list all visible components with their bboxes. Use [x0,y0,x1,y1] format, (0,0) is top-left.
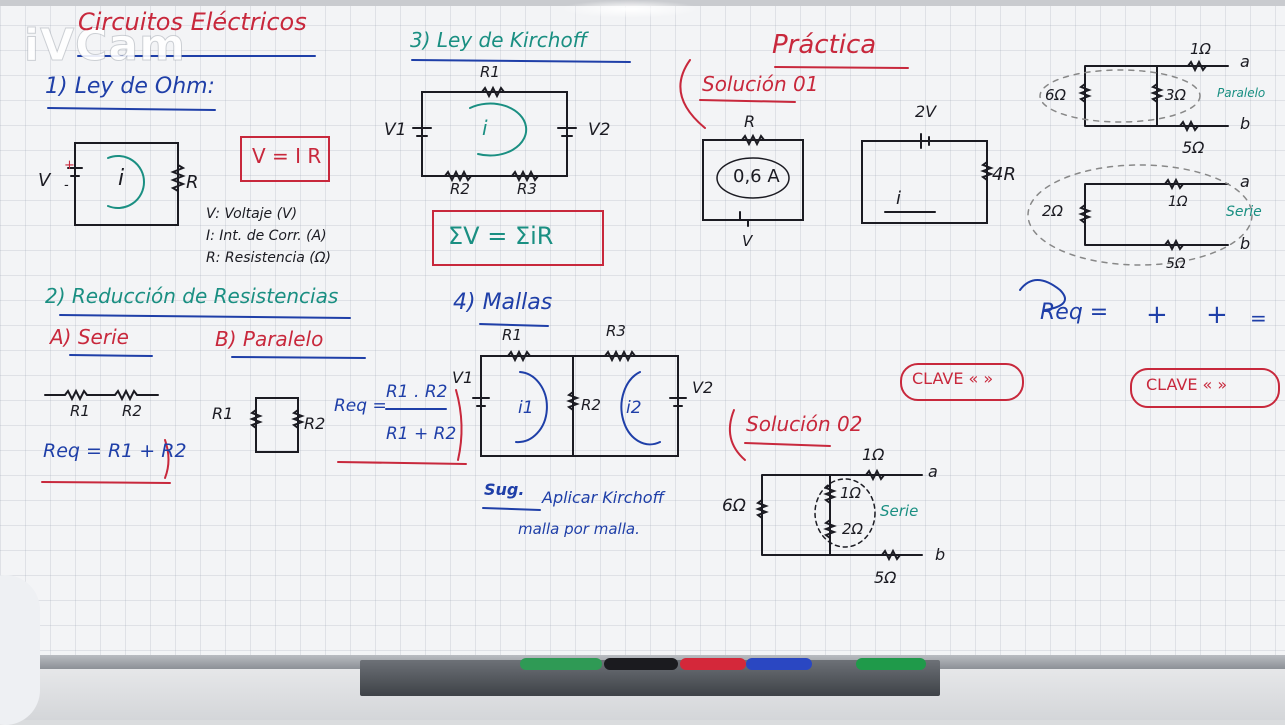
sol2-6ohm: 6Ω [722,496,746,516]
solucion-02-circuit [755,468,923,562]
presenter-hand [0,575,40,725]
serie-formula: Req = R1 + R2 [43,440,187,462]
clave-1: CLAVE « » [912,369,994,388]
right-c2-a: a [1240,172,1250,191]
kirchhoff-r1: R1 [480,63,500,81]
solucion-01-circuits [702,133,994,227]
kirchhoff-i: i [482,116,488,140]
mallas-i1: i1 [518,398,534,418]
serie-resistors [44,388,159,402]
right-equals: = [1250,306,1267,330]
black-marker [604,658,678,670]
right-c2-b: b [1240,234,1251,253]
mallas-r1: R1 [502,326,522,344]
right-c1-3ohm: 3Ω [1165,86,1187,104]
right-c1-a: a [1240,52,1250,71]
heading-ley-ohm: 1) Ley de Ohm: [45,74,215,99]
paralelo-r2: R2 [304,414,326,433]
ohm-circuit [67,142,186,226]
kirchhoff-circuit [412,85,577,183]
ohm-formula: V = I R [252,144,322,168]
ohm-def-v: V: Voltaje (V) [206,206,298,222]
paralelo-resistors [249,397,305,453]
ohm-i-label: i [118,166,125,191]
sol1-current: 0,6 A [733,166,780,187]
heading-kirchhoff: 3) Ley de Kirchoff [410,28,588,52]
kirchhoff-formula: ΣV = ΣiR [448,222,554,250]
sol1-v: V [742,232,753,250]
heading-practica: Práctica [772,30,877,60]
sol1-i: i [896,188,902,209]
sol2-1ohm-mid: 1Ω [840,484,862,502]
kirchhoff-v1: V1 [384,120,407,140]
kirchhoff-r3: R3 [517,180,537,198]
serie-r2: R2 [122,402,142,420]
right-c2-serie: Serie [1226,204,1262,220]
heading-reduccion: 2) Reducción de Resistencias [45,284,339,308]
heading-mallas: 4) Mallas [453,290,553,315]
kirchhoff-formula-box [432,210,604,266]
ohm-v-label: V [38,170,51,191]
right-c1-1ohm: 1Ω [1190,40,1212,58]
right-c1-5ohm: 5Ω [1182,138,1205,157]
ohm-r-label: R [186,172,199,193]
mallas-v1: V1 [452,368,474,387]
ohm-def-i: I: Int. de Corr. (A) [206,228,327,244]
mallas-i2: i2 [626,398,642,418]
right-c1-paralelo: Paralelo [1217,86,1266,100]
right-c2-2ohm: 2Ω [1042,202,1064,220]
kirchhoff-r2: R2 [450,180,470,198]
ohm-plus: + [64,158,75,173]
ohm-formula-box [240,136,330,182]
right-c1-6ohm: 6Ω [1045,86,1067,104]
mallas-r3: R3 [606,322,626,340]
mallas-sug-line2: malla por malla. [518,520,640,538]
right-circuits [1078,59,1229,252]
right-plus-2: + [1206,300,1228,330]
mallas-circuit [472,349,687,457]
blue-marker [746,658,812,670]
sol1-2v: 2V [915,102,937,121]
mallas-sug: Sug. [484,480,525,499]
clave-box-1 [900,363,1024,401]
sol1-4r: 4R [992,164,1016,185]
sol2-2ohm: 2Ω [842,520,864,538]
ohm-def-r: R: Resistencia (Ω) [206,250,331,266]
sol2-serie-note: Serie [880,502,919,520]
right-plus-1: + [1146,300,1168,330]
paralelo-denominator: R1 + R2 [386,424,457,444]
watermark-logo: iVCam [24,20,186,72]
kirchhoff-v2: V2 [588,120,611,140]
sol1-r: R [744,112,756,131]
title-circuitos: Circuitos Eléctricos [78,8,307,36]
heading-serie: A) Serie [50,325,129,349]
serie-r1: R1 [70,402,90,420]
sol2-terminal-a: a [928,462,938,481]
sol2-1ohm-top: 1Ω [862,445,885,464]
right-req: Req = [1040,300,1109,325]
light-glare [560,0,700,18]
sol2-5ohm: 5Ω [874,568,897,587]
ohm-minus: - [64,178,69,193]
mallas-v2: V2 [692,378,714,397]
sol2-terminal-b: b [935,545,946,564]
clave-box-2 [1130,368,1280,408]
green-marker-2 [856,658,926,670]
green-marker [520,658,602,670]
right-c1-b: b [1240,114,1251,133]
heading-solucion-01: Solución 01 [702,72,819,96]
right-c2-5ohm: 5Ω [1166,256,1186,272]
paralelo-r1: R1 [212,404,234,423]
red-marker [680,658,746,670]
paralelo-numerator: R1 . R2 [386,382,448,402]
mallas-r2: R2 [581,396,601,414]
right-c2-1ohm: 1Ω [1168,194,1188,210]
mallas-sug-line1: Aplicar Kirchoff [542,488,665,507]
clave-2: CLAVE « » [1146,375,1228,394]
paralelo-req: Req = [334,396,387,416]
heading-solucion-02: Solución 02 [746,412,863,436]
heading-paralelo: B) Paralelo [215,327,324,351]
